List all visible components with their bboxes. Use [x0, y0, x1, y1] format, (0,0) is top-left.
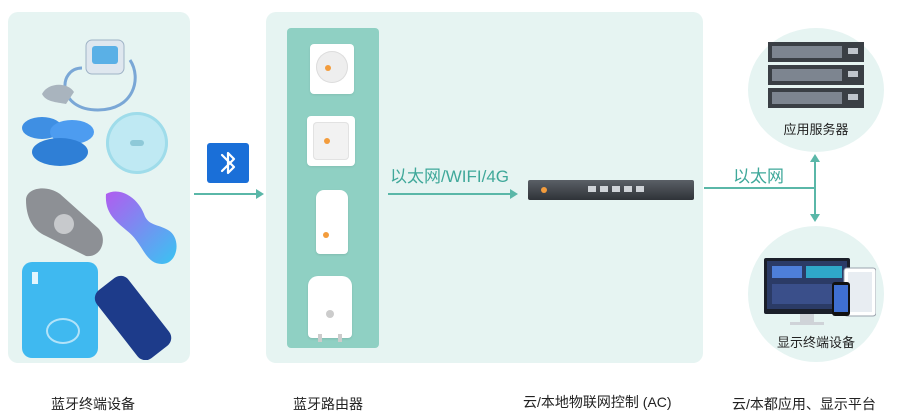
terminals-caption: 蓝牙终端设备: [51, 396, 135, 412]
bluetooth-icon: [220, 151, 236, 175]
navy-card-device: [94, 275, 172, 360]
display-label: 显示终端设备: [776, 335, 855, 350]
router-tower-device: [316, 190, 348, 254]
router-outdoor-device: [308, 276, 352, 342]
uplink-arrow: [388, 189, 518, 199]
server-node: 应用服务器: [748, 28, 884, 152]
terminal-devices-panel: [8, 12, 190, 363]
router-round-device: [310, 44, 354, 94]
wrist-oximeter-device: [42, 39, 137, 112]
controller-caption: 云/本地物联网控制 (AC): [523, 394, 672, 410]
grey-band-device: [26, 188, 103, 257]
gradient-wristband-device: [105, 191, 177, 264]
server-label: 应用服务器: [783, 122, 849, 137]
cyan-badge-device: [22, 262, 98, 358]
bluetooth-badge: [207, 143, 249, 183]
routers-caption: 蓝牙路由器: [293, 396, 363, 412]
ethernet-label: 以太网: [733, 167, 784, 186]
patch-sensor-pair: [22, 117, 94, 166]
round-beacon-device: [106, 112, 168, 174]
uplink-label: 以太网/WIFI/4G: [390, 167, 509, 186]
bluetooth-link-arrow: [194, 189, 264, 199]
ethernet-connector: [704, 154, 820, 222]
display-devices-icon: [764, 258, 876, 325]
router-square-device: [307, 116, 355, 166]
ac-controller-device: [528, 180, 694, 200]
display-node: 显示终端设备: [748, 226, 884, 362]
platform-caption: 云/本都应用、显示平台: [732, 396, 876, 412]
server-rack-icon: [768, 42, 864, 108]
